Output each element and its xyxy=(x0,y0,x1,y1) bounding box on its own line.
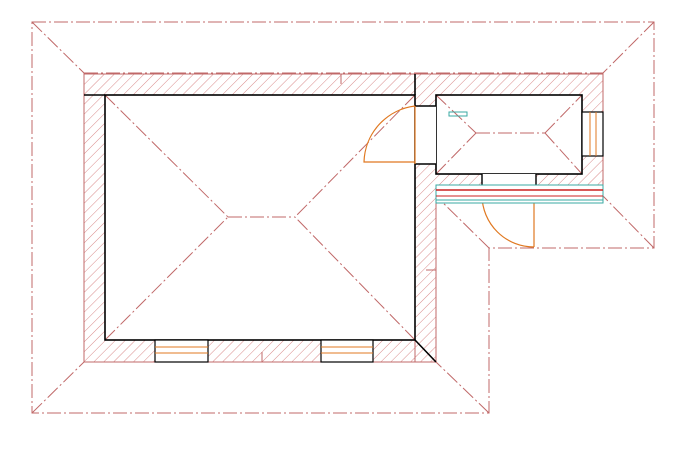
window-opening xyxy=(320,339,374,363)
fixture-rect xyxy=(448,111,468,117)
hip-line xyxy=(602,21,655,74)
hip-line xyxy=(435,195,490,249)
hip-line xyxy=(31,361,85,414)
ridge-line xyxy=(544,94,583,134)
roof-outline xyxy=(31,21,655,414)
main-room-wall xyxy=(83,73,416,363)
ridge-line xyxy=(294,216,416,341)
ridge-line xyxy=(435,94,477,134)
wall-ticks xyxy=(261,74,436,362)
hip-line xyxy=(31,21,85,74)
window-opening xyxy=(154,339,209,363)
south-window-left xyxy=(154,339,209,363)
roof-eave-line xyxy=(83,72,604,363)
wall-edge xyxy=(414,339,437,363)
hip-line xyxy=(602,195,655,249)
door-opening xyxy=(415,106,436,164)
entry-door xyxy=(363,105,436,165)
annex-wall xyxy=(414,73,604,363)
ridge-line xyxy=(435,132,477,175)
ridge-line xyxy=(544,132,583,175)
ridge-line xyxy=(104,94,229,218)
east-window xyxy=(581,111,604,157)
window-opening xyxy=(581,111,604,157)
wall-lines xyxy=(84,74,583,363)
hip-line xyxy=(435,361,490,414)
annex-south-window xyxy=(435,184,604,204)
south-window-right xyxy=(320,339,374,363)
main-room xyxy=(104,94,416,341)
door-swing-arc xyxy=(481,195,535,248)
ridge-line xyxy=(104,216,229,341)
door-swing-arc xyxy=(363,105,416,163)
ridge-line xyxy=(294,94,416,218)
annex-room xyxy=(435,94,583,175)
walls xyxy=(83,73,604,363)
